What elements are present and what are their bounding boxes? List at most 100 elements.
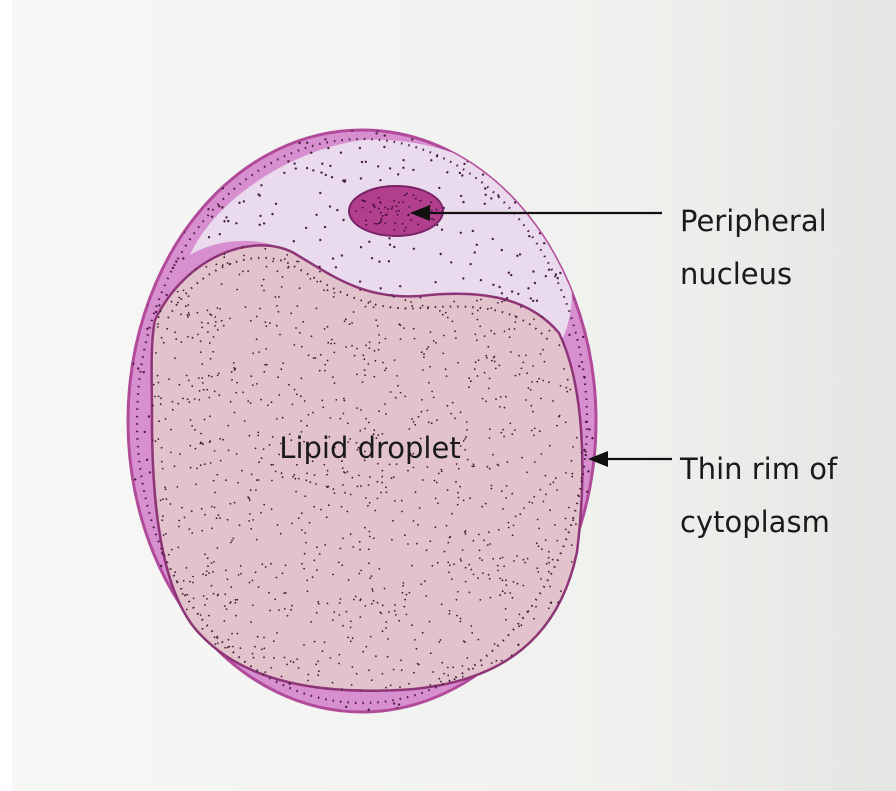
stipple-dot [201,363,203,365]
stipple-dot [365,161,367,163]
stipple-dot [296,658,298,660]
stipple-dot [331,176,333,178]
stipple-dot [218,373,220,375]
stipple-dot [494,643,496,645]
stipple-dot [332,574,334,576]
stipple-dot [532,365,534,367]
stipple-dot [517,583,519,585]
stipple-dot [230,503,232,505]
stipple-dot [236,599,238,601]
stipple-dot [252,653,254,655]
stipple-dot [513,525,515,527]
stipple-dot [438,187,440,189]
stipple-dot [545,494,547,496]
stipple-dot [477,577,479,579]
stipple-dot [287,160,289,162]
stipple-dot [314,641,316,643]
stipple-dot [197,312,199,314]
stipple-dot [433,340,435,342]
stipple-dot [162,515,164,517]
stipple-dot [455,337,457,339]
stipple-dot [462,277,464,279]
stipple-dot [221,320,223,322]
stipple-dot [222,439,224,441]
stipple-dot [341,254,343,256]
stipple-dot [465,530,467,532]
stipple-dot [364,605,366,607]
stipple-dot [172,267,174,269]
stipple-dot [210,358,212,360]
stipple-dot [209,313,211,315]
stipple-dot [227,425,229,427]
stipple-dot [359,549,361,551]
stipple-dot [536,567,538,569]
stipple-dot [252,604,254,606]
stipple-dot [550,602,552,604]
stipple-dot [545,275,547,277]
stipple-dot [227,578,229,580]
stipple-dot [307,590,309,592]
stipple-dot [157,326,159,328]
stipple-dot [447,489,449,491]
stipple-dot [230,401,232,403]
stipple-dot [158,382,160,384]
stipple-dot [241,470,243,472]
stipple-dot [481,559,483,561]
stipple-dot [239,274,241,276]
stipple-dot [163,342,165,344]
stipple-dot [331,339,333,341]
stipple-dot [552,400,554,402]
stipple-dot [263,371,265,373]
stipple-dot [284,258,286,260]
stipple-dot [521,457,523,459]
stipple-dot [320,509,322,511]
stipple-dot [330,343,332,345]
stipple-dot [426,348,428,350]
stipple-dot [240,573,242,575]
stipple-dot [270,667,272,669]
stipple-dot [372,590,374,592]
stipple-dot [430,652,432,654]
stipple-dot [404,299,406,301]
stipple-dot [233,362,235,364]
stipple-dot [338,654,340,656]
stipple-dot [489,468,491,470]
stipple-dot [263,647,265,649]
stipple-dot [178,520,180,522]
stipple-dot [309,481,311,483]
stipple-dot [276,577,278,579]
stipple-dot [482,173,484,175]
stipple-dot [497,570,499,572]
stipple-dot [282,476,284,478]
stipple-dot [368,709,370,711]
stipple-dot [448,571,450,573]
stipple-dot [549,330,551,332]
stipple-dot [272,261,274,263]
stipple-dot [243,200,245,202]
stipple-dot [257,432,259,434]
stipple-dot [413,421,415,423]
stipple-dot [304,553,306,555]
stipple-dot [290,660,292,662]
stipple-dot [350,627,352,629]
stipple-dot [250,621,252,623]
stipple-dot [514,429,516,431]
stipple-dot [227,220,229,222]
stipple-dot [548,607,550,609]
stipple-dot [282,417,284,419]
stipple-dot [459,172,461,174]
stipple-dot [207,557,209,559]
stipple-dot [501,301,503,303]
stipple-dot [266,364,268,366]
stipple-dot [434,480,436,482]
stipple-dot [359,147,361,149]
stipple-dot [180,313,182,315]
stipple-dot [451,513,453,515]
stipple-dot [548,562,550,564]
stipple-dot [333,352,335,354]
stipple-dot [533,319,535,321]
stipple-dot [471,632,473,634]
stipple-dot [208,572,210,574]
stipple-dot [499,578,501,580]
